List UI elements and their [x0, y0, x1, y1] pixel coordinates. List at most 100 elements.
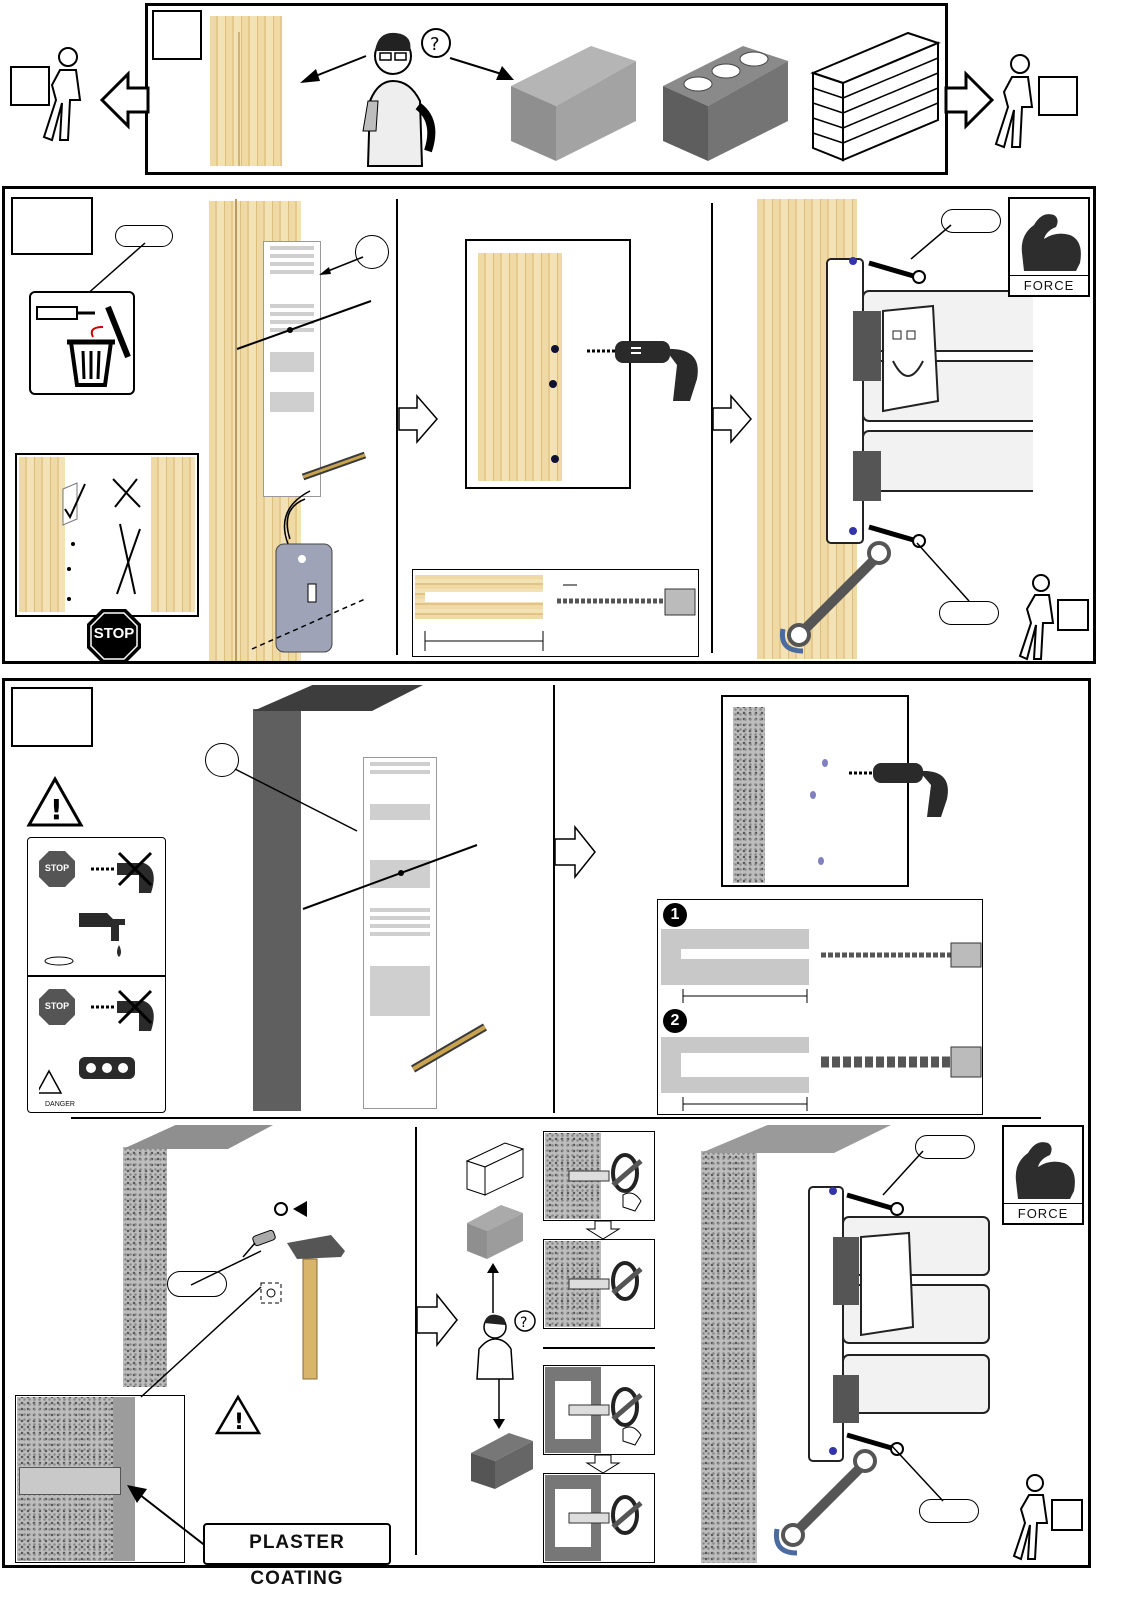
masonry-level-line — [302, 844, 478, 910]
stud-check-marks-icon — [62, 478, 141, 601]
next-step-box-masonry — [1051, 1499, 1083, 1531]
lower-screw-label-pill — [939, 601, 999, 625]
rotate-screw-icon-2 — [568, 1261, 643, 1301]
concrete-lower-screw-icon — [846, 1432, 904, 1456]
masonry-pencil-icon — [410, 1023, 488, 1073]
plaster-detail-leader — [140, 1286, 262, 1398]
danger-label: DANGER — [45, 1101, 75, 1108]
force-badge: FORCE — [1008, 197, 1090, 297]
drill-depth-hole — [425, 592, 543, 602]
walking-man-masonry-icon — [1012, 1474, 1049, 1561]
upper-screw-label-pill — [941, 209, 1001, 233]
hollow-steps-down-arrow — [585, 1454, 621, 1474]
drill-hole-dots — [549, 345, 559, 463]
walking-man-wood-icon — [1018, 574, 1055, 661]
plaster-arrow-icon — [127, 1485, 208, 1548]
wood-beam-face — [238, 32, 286, 166]
concrete-holes-dots — [810, 759, 828, 865]
stud-finder-icon — [251, 490, 366, 653]
stud-right-image — [151, 457, 195, 612]
section-id-box-wood — [11, 197, 93, 255]
stop-sign-text: STOP — [93, 625, 135, 642]
walking-man-right-icon — [994, 54, 1034, 149]
screw-label-pill — [115, 225, 173, 247]
divider-2 — [711, 203, 713, 653]
drill-bit-icon — [557, 584, 696, 616]
drilling-template — [263, 241, 321, 497]
concrete-wall-bracket-icon — [808, 1186, 990, 1462]
stop-sign-icon — [87, 609, 141, 663]
svg-text:!: ! — [234, 1410, 244, 1435]
drill-wood-image — [478, 253, 562, 481]
concrete-wall-edge — [253, 709, 301, 1111]
concrete-upper-screw-icon — [846, 1192, 904, 1216]
pilot-depth-dimension — [682, 989, 808, 1003]
anchor-leader — [190, 1250, 262, 1286]
depth-dimension — [424, 631, 544, 651]
mount-concrete-edge — [701, 1151, 757, 1563]
rotate-screw-icon-1 — [568, 1153, 643, 1212]
step-arrow-2-icon — [712, 394, 752, 444]
drill-icon — [587, 341, 698, 401]
wall-type-panel: ? — [145, 3, 948, 175]
stop-sign-water-text: STOP — [44, 863, 70, 873]
concrete-wall-top — [253, 685, 423, 711]
large-bit-icon — [821, 1046, 982, 1078]
anchor-hammer-icon — [242, 1201, 345, 1380]
divider-1 — [396, 199, 398, 655]
small-bit-icon — [821, 942, 982, 968]
mount-concrete-top — [701, 1125, 891, 1153]
plaster-layer — [113, 1397, 135, 1561]
template-callout-circle — [355, 235, 389, 269]
left-next-step-box — [10, 66, 50, 106]
masonry-divider-1 — [553, 685, 555, 1113]
concrete-lower-leader — [890, 1444, 944, 1502]
solid-steps-down-arrow — [585, 1220, 621, 1240]
left-exit-arrow-icon — [100, 70, 150, 130]
final-depth-dimension — [682, 1097, 808, 1111]
wood-beam-image — [210, 16, 282, 166]
svg-text:?: ? — [520, 1315, 527, 1331]
anchor-wall-edge — [123, 1147, 167, 1387]
hollow-block-icon — [663, 46, 788, 161]
callout-arrow — [319, 256, 364, 275]
right-exit-arrow-icon — [944, 70, 994, 130]
lower-screw-leader — [916, 542, 970, 602]
section-id-box-masonry — [11, 687, 93, 747]
wall-bracket-icon — [826, 257, 1033, 544]
masonry-horizontal-divider — [71, 1117, 1041, 1119]
drill-concrete-edge — [733, 707, 765, 883]
trash-icon — [36, 305, 131, 387]
pencil-icon — [301, 451, 367, 481]
stop-sign-electric-text: STOP — [44, 1001, 70, 1011]
wrench-icon — [779, 541, 891, 654]
masonry-step-arrow-1-icon — [554, 825, 596, 879]
pilot-hole — [681, 949, 809, 959]
concrete-upper-label-pill — [915, 1135, 975, 1159]
anchor-label-pill — [167, 1271, 227, 1297]
masonry-callout-arrow — [234, 768, 358, 832]
step-one-badge: 1 — [663, 903, 687, 927]
level-line-icon — [236, 300, 372, 350]
concrete-force-label: FORCE — [1004, 1203, 1082, 1221]
plaster-coating-label: PLASTER COATING — [203, 1523, 391, 1589]
upper-screw-leader — [910, 224, 952, 260]
strong-arm-icon — [1021, 214, 1081, 271]
step-two-badge: 2 — [663, 1009, 687, 1033]
svg-text:!: ! — [50, 793, 63, 826]
rotate-screw-icon-3 — [568, 1387, 643, 1446]
masonry-installation-panel: ! STOP STOP DANGER — [2, 678, 1091, 1589]
masonry-step-arrow-2-icon — [416, 1293, 458, 1347]
water-stop-icon — [39, 851, 154, 966]
step-arrow-1-icon — [398, 394, 438, 444]
next-step-box-wood — [1057, 599, 1089, 631]
concrete-wrench-icon — [773, 1449, 877, 1556]
right-next-step-box — [1038, 76, 1078, 116]
anchor-wall-top — [123, 1125, 273, 1149]
question-mark: ? — [430, 34, 440, 55]
lower-screw-icon — [868, 524, 926, 548]
walking-man-left-icon — [42, 47, 82, 142]
anchor-steps-divider — [543, 1347, 655, 1349]
rotate-screw-icon-4 — [568, 1495, 643, 1535]
final-hole — [681, 1053, 809, 1077]
